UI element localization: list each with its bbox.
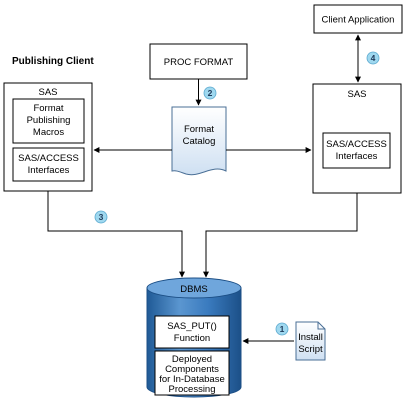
dbms-cylinder: DBMS SAS_PUT() Function Deployed Compone… [146,277,242,398]
sas-access-right-box: SAS/ACCESS Interfaces [322,132,391,169]
sas-access-left-box: SAS/ACCESS Interfaces [12,147,85,182]
client-application-node: Client Application [313,4,403,34]
deployed-components-box: Deployed Components for In-Database Proc… [154,350,230,396]
step-1-number: 1 [280,324,285,334]
connectors [47,34,361,344]
step-3-number: 3 [99,212,104,222]
step-badge-2: 2 [203,86,217,100]
sas-access-left-line2: Interfaces [28,165,70,176]
sas-access-right-line1: SAS/ACCESS [326,139,387,150]
sas-put-line1: SAS_PUT() [167,321,217,332]
sas-left-title: SAS [38,87,57,98]
sas-access-left-line1: SAS/ACCESS [18,153,79,164]
format-catalog-line2: Catalog [183,136,216,147]
deployed-line2: Components [165,364,219,375]
right-sas-dbms-arrow [203,193,358,278]
format-catalog-document: Format Catalog [171,106,227,176]
client-application-label: Client Application [322,15,395,26]
step-4-number: 4 [371,53,376,63]
step-badge-4: 4 [366,51,380,65]
sas-left-node: SAS Format Publishing Macros SAS/ACCESS … [3,82,93,192]
install-script-line2: Script [298,344,323,355]
install-script-line1: Install [298,332,323,343]
deployed-line4: Processing [169,384,216,395]
sas-right-node: SAS SAS/ACCESS Interfaces [312,83,402,194]
format-macros-line1: Format [33,103,63,114]
format-publishing-macros-box: Format Publishing Macros [12,98,85,144]
deployed-line1: Deployed [172,354,212,365]
format-macros-line2: Publishing [27,115,71,126]
sas-put-line2: Function [174,333,210,344]
proc-format-node: PROC FORMAT [149,43,248,80]
step-2-number: 2 [208,88,213,98]
sas-access-right-line2: Interfaces [336,151,378,162]
step-badge-1: 1 [275,322,289,336]
sas-right-title: SAS [347,89,366,100]
install-script-document: Install Script [295,321,326,361]
format-macros-line3: Macros [33,127,64,138]
step-badge-3: 3 [94,210,108,224]
sas-put-function-box: SAS_PUT() Function [154,315,230,349]
dbms-title: DBMS [180,284,207,295]
left-sas-dbms-arrow [47,191,185,278]
publishing-client-title: Publishing Client [12,56,94,67]
proc-format-label: PROC FORMAT [164,57,234,68]
deployed-line3: for In-Database [159,374,224,385]
format-catalog-line1: Format [184,124,214,135]
